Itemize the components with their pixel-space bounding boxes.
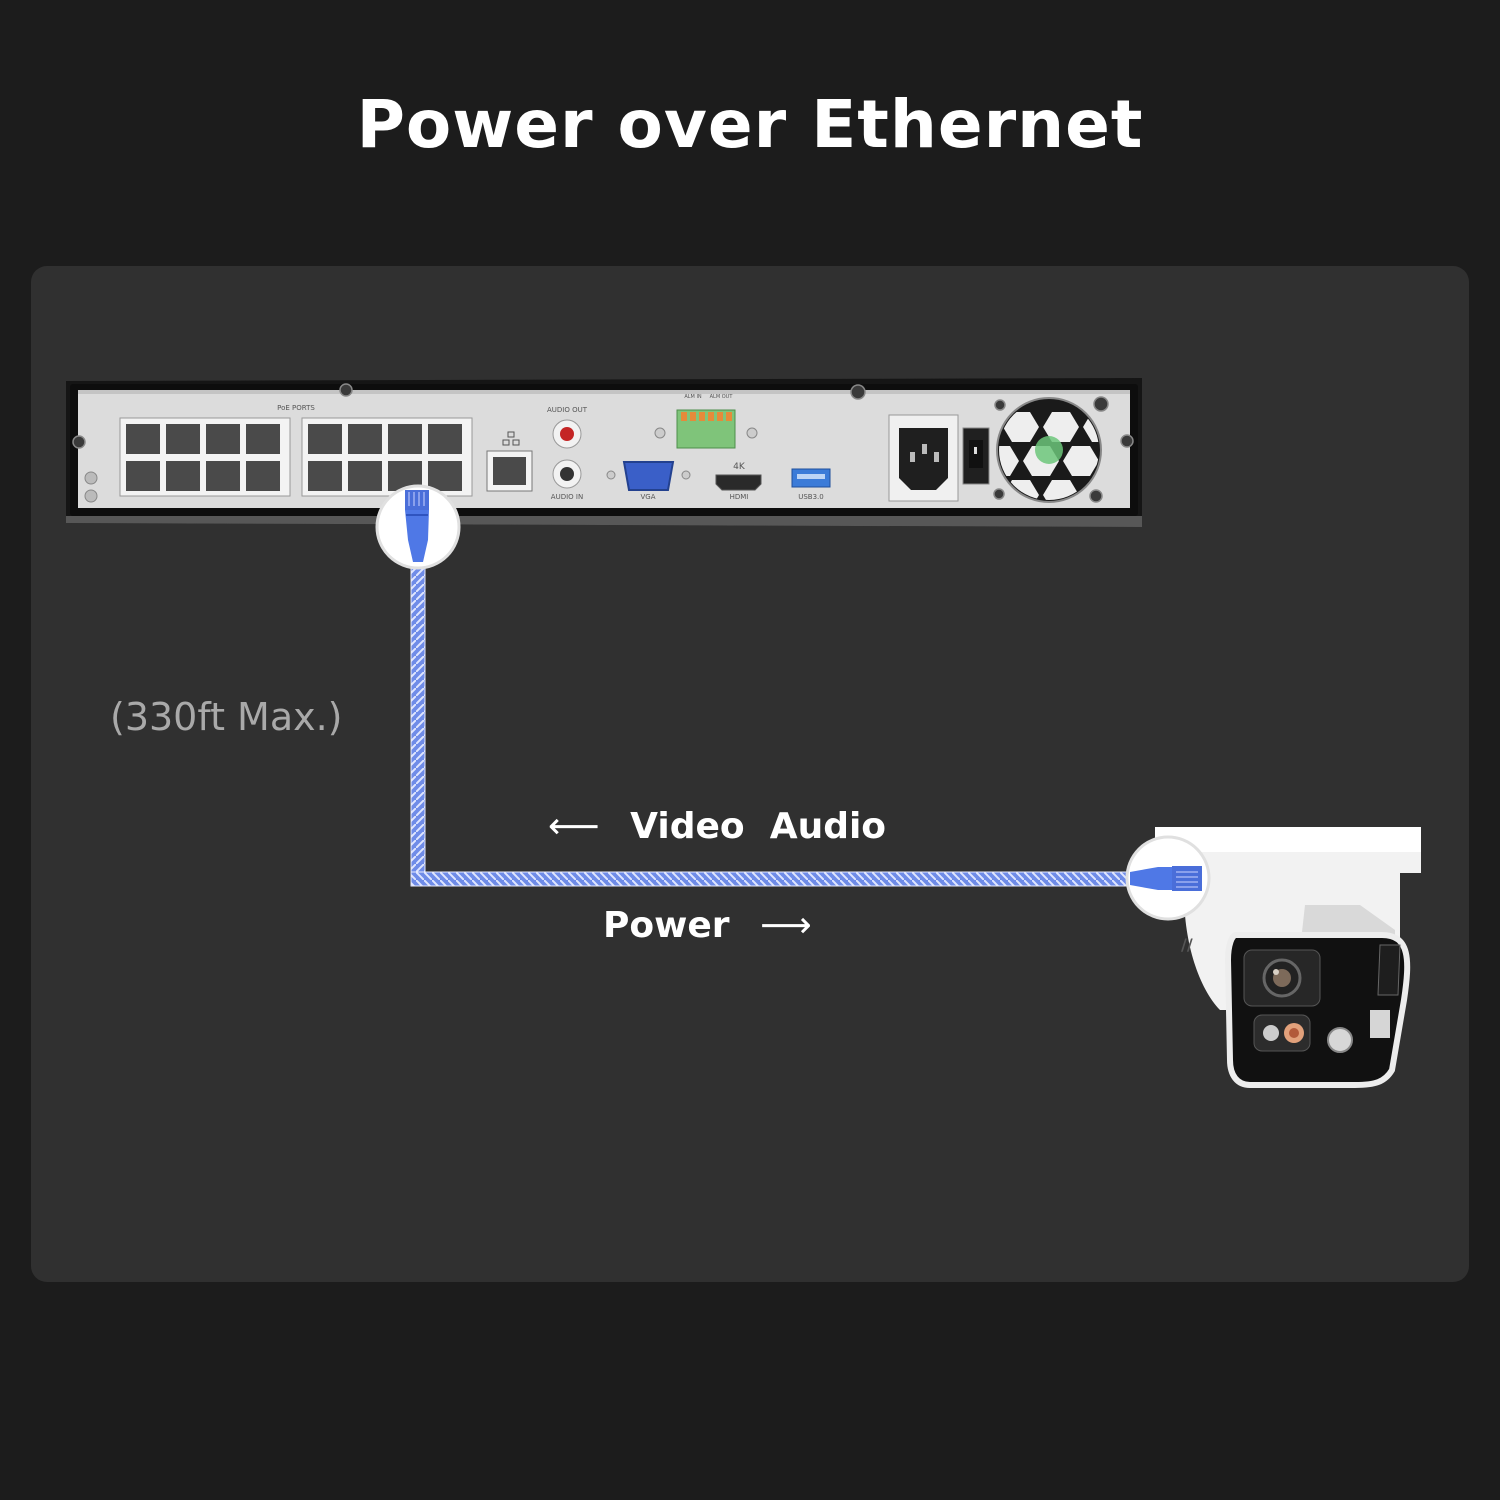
audio-in-label: AUDIO IN	[551, 493, 583, 501]
network-icon	[502, 431, 520, 446]
page-title: Power over Ethernet	[356, 86, 1144, 163]
poe-ports-right	[301, 417, 473, 497]
nvr-connector-callout	[375, 484, 461, 570]
poe-ports-left	[119, 417, 291, 497]
nvr-recorder: PoE PORTS AUDIO OUT AUDIO IN ALM IN ALM …	[66, 378, 1142, 527]
alarm-in-label: ALM IN	[684, 394, 702, 400]
arrow-left-icon: ⟵	[548, 806, 600, 847]
svg-text://: //	[1181, 935, 1193, 954]
power-text: Power	[603, 905, 730, 946]
vga-port	[622, 461, 675, 491]
alarm-out-label: ALM OUT	[710, 394, 734, 400]
vga-label: VGA	[640, 493, 655, 501]
poe-ports-label: PoE PORTS	[277, 404, 315, 412]
screws	[72, 383, 1134, 503]
hdmi-4k-label: 4K	[733, 462, 746, 472]
cable-length-label: (330ft Max.)	[110, 695, 343, 739]
turret-camera: //	[1155, 827, 1421, 1088]
video-audio-label: ⟵ Video Audio	[548, 806, 886, 847]
usb-label: USB3.0	[798, 493, 824, 501]
arrow-right-icon: ⟶	[760, 905, 812, 946]
audio-out-label: AUDIO OUT	[547, 406, 588, 414]
hdmi-label: HDMI	[730, 493, 749, 501]
camera-connector-callout	[1125, 835, 1211, 921]
power-label: Power ⟶	[603, 905, 812, 946]
hdmi-port	[715, 474, 762, 491]
video-audio-text: Video Audio	[630, 806, 887, 847]
